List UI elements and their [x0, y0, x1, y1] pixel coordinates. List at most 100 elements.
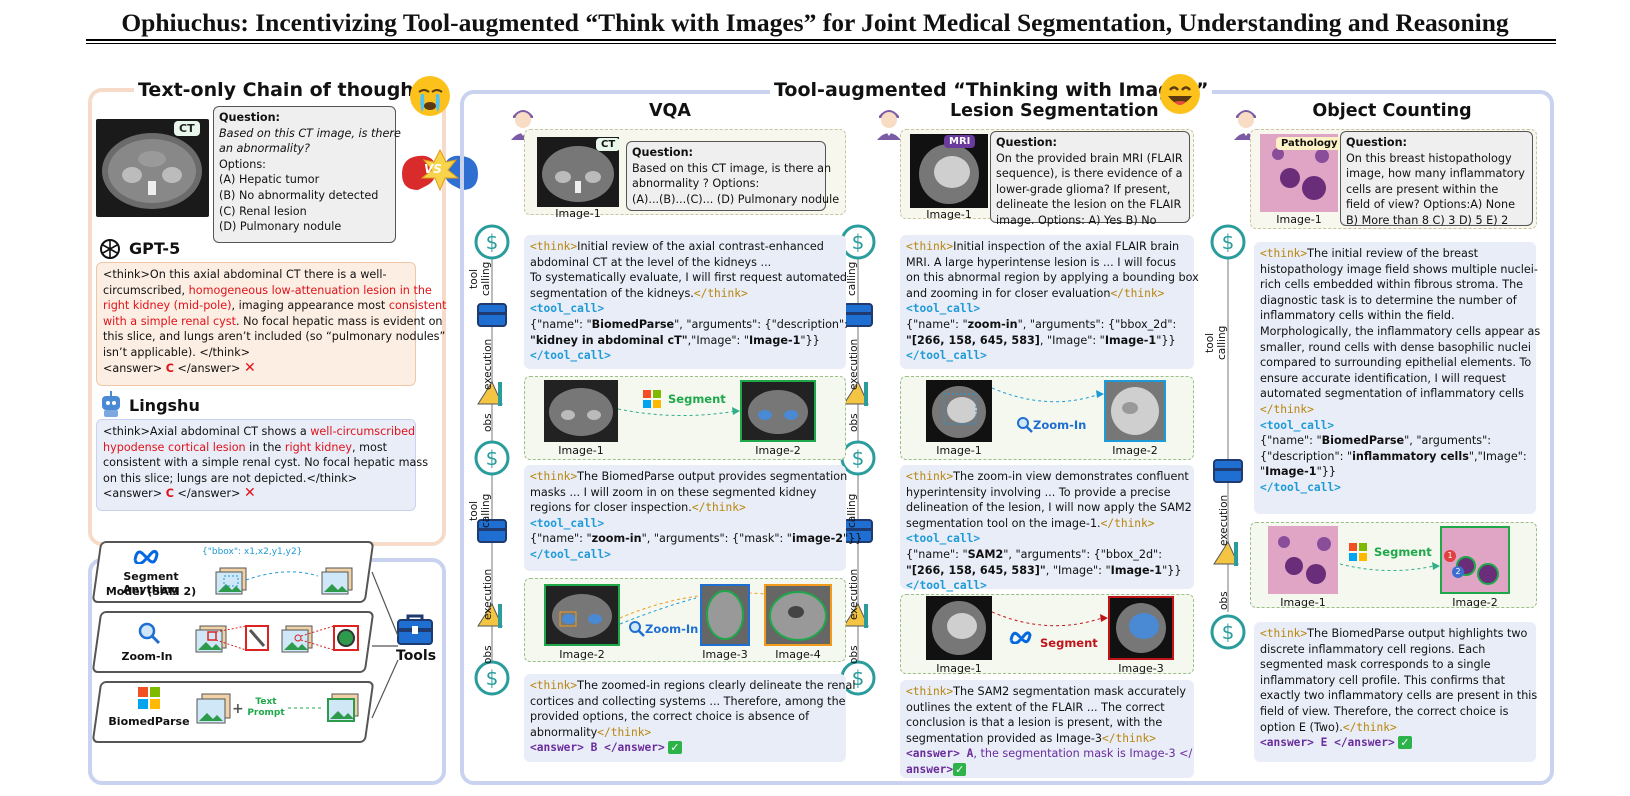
call-text: "}} [800, 333, 820, 347]
gpt5-highlight: with a simple renal cyst [103, 314, 237, 328]
vqa-think-1: <think>Initial review of the axial contr… [524, 235, 848, 369]
think-tag: <think> [1260, 627, 1308, 640]
lesion-heading: Lesion Segmentation [950, 101, 1159, 121]
flow-arrow [992, 611, 1108, 627]
call-text: zoom-in [591, 532, 642, 546]
check-mark-icon: ✓ [953, 762, 967, 776]
plus-sign: + [232, 701, 244, 717]
think-text: provided options, the correct choice is … [530, 710, 810, 724]
openai-logo-icon [100, 239, 120, 259]
image-label: Image-4 [775, 648, 821, 661]
question-text: lower-grade glioma? If present, [996, 182, 1171, 196]
obs-label: obs [482, 645, 494, 664]
think-tag: </think> [1100, 516, 1155, 530]
think-text: The initial review of the breast [1307, 247, 1479, 260]
call-text: , "Image": " [1039, 333, 1105, 347]
lingshu-highlight: right kidney [284, 440, 352, 454]
tool-call-tag: <tool_call> [530, 302, 605, 316]
gpt5-line: isn’t applicable). </think> [103, 345, 251, 359]
think-tag: </think> [1102, 731, 1156, 745]
think-text: smaller, round cells with dense basophil… [1260, 340, 1531, 354]
think-tag: </think> [693, 286, 748, 300]
call-text: "}} [1316, 465, 1336, 479]
think-text: hyperintensity involving ... To provide … [906, 485, 1171, 499]
call-text: Image-1 [748, 333, 801, 347]
microsoft-logo-icon [643, 390, 661, 408]
vqa-ct-image [544, 380, 618, 442]
think-text: abnormality [530, 725, 598, 739]
call-text: , "Image": " [1045, 563, 1111, 577]
options-label: Options: [219, 157, 266, 171]
flow-arrow [992, 387, 1104, 403]
think-text: delineation of the lesion, I will now ap… [906, 501, 1192, 515]
flow-arrow [620, 592, 767, 625]
title-rule [86, 43, 1556, 44]
answer-text: <answer> E </answer> [1260, 736, 1395, 750]
execution-label: execution [482, 338, 494, 390]
gpt5-answer-value: C [165, 361, 174, 375]
vqa-heading: VQA [649, 101, 691, 121]
tool-call-tag: </tool_call> [906, 579, 987, 593]
tools-connector [371, 571, 399, 719]
think-text: segmented mask corresponds to a single [1260, 658, 1491, 672]
think-text: The zoom-in view demonstrates confluent [953, 470, 1189, 483]
left-question-box: Question: Based on this CT image, is the… [213, 106, 401, 243]
lingshu-highlight: hypodense cortical lesion [103, 440, 246, 454]
call-text: {"description": " [1260, 449, 1353, 463]
sam-name: Model (SAM 2) [105, 585, 197, 598]
execution-label: execution [1218, 494, 1230, 546]
answer-text: <answer> A [906, 747, 974, 761]
question-text: (A)...(B)...(C)... (D) Pulmonary nodule [632, 192, 840, 206]
question-label: Question: [632, 146, 694, 159]
think-tag: </think> [597, 725, 652, 739]
think-tag: <think> [906, 470, 954, 483]
think-text: exactly two inflammatory cells are prese… [1260, 689, 1538, 703]
execution-label: execution [848, 338, 860, 390]
call-text: BiomedParse [591, 317, 675, 331]
think-text: segmentation of the kidneys. [530, 286, 694, 300]
gpt5-response: <think>On this axial abdominal CT there … [96, 262, 447, 386]
lingshu-line: <think>Axial abdominal CT shows a [103, 425, 311, 438]
tool-call-tag: </tool_call> [1260, 480, 1341, 494]
image-label: Image-3 [702, 648, 748, 661]
svg-text:$: $ [1222, 230, 1235, 254]
call-text: ", "arguments": {"bbox_2d": [1003, 547, 1162, 561]
think-tag: <think> [530, 679, 578, 692]
crying-face-icon [410, 76, 450, 116]
sam-bbox-prompt: {"bbox": x1,x2,y1,y2} [202, 547, 303, 557]
meta-logo-icon [1009, 631, 1032, 644]
think-text: segmentation provided as Image-3 [906, 731, 1103, 745]
call-text: "}} [843, 532, 863, 546]
tool-call-tag: <tool_call> [1260, 418, 1335, 432]
think-text: ensure accurate identification, I will r… [1260, 371, 1506, 385]
check-mark-icon: ✓ [1398, 736, 1412, 750]
think-text: segmentation tool on the image-1. [906, 516, 1101, 530]
lesion-mri-image [926, 380, 992, 442]
count-think-1: <think>The initial review of the breast … [1254, 242, 1540, 514]
gpt5-highlight: right kidney (mid-pole) [103, 299, 232, 313]
think-text: diagnostic task is to determine the numb… [1260, 293, 1517, 307]
tool-call-tag: <tool_call> [530, 516, 605, 530]
vs-label: VS [424, 162, 442, 176]
call-text: zoom-in [967, 317, 1018, 331]
count-final-answer: <think>The BiomedParse output highlights… [1254, 622, 1538, 762]
microsoft-logo-icon [138, 687, 160, 709]
image-label: Image-3 [1118, 662, 1164, 675]
think-text: abdominal CT at the level of the kidneys… [530, 255, 772, 269]
call-text: "[266, 158, 645, 583]" [906, 563, 1046, 577]
count-pipeline-icons: $ $ [1210, 224, 1246, 650]
tool-call-tag: <tool_call> [906, 302, 981, 316]
image-label: Image-2 [755, 444, 801, 457]
call-text: {"name": " [1260, 434, 1322, 448]
call-text: "kidney in abdominal cT" [530, 333, 688, 347]
flow-arrow [1340, 562, 1440, 571]
call-text: {"name": " [530, 532, 592, 546]
think-text: To systematically evaluate, I will first… [530, 271, 848, 285]
tool-call-tag: </tool_call> [906, 349, 987, 363]
count-pathology-image [1268, 526, 1338, 594]
vqa-segmented-image [740, 380, 816, 442]
wrong-mark-icon: ✕ [243, 359, 256, 376]
think-tag: </think> [1342, 720, 1397, 734]
lesion-final-answer: <think>The SAM2 segmentation mask accura… [900, 680, 1194, 778]
